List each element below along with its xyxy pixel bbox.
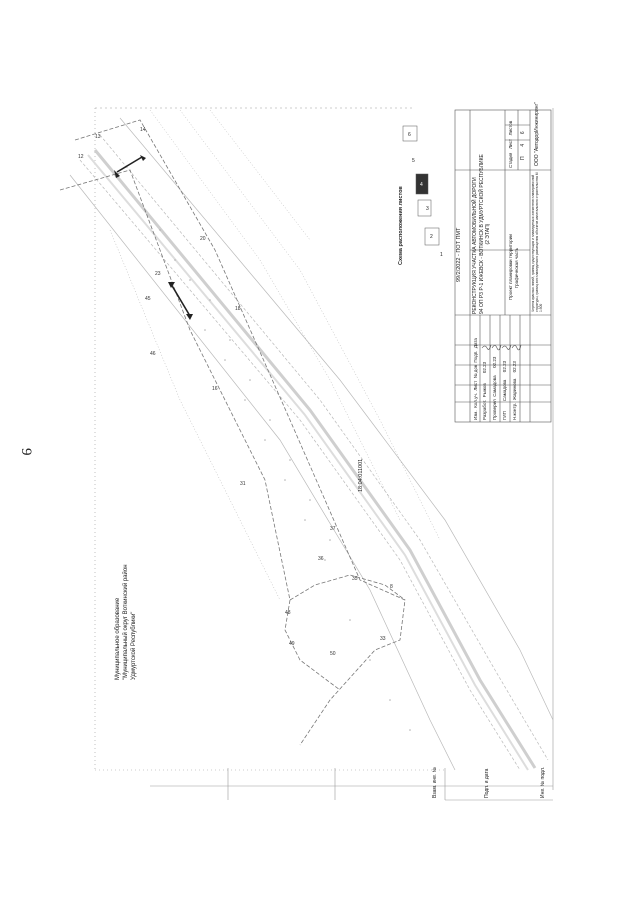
sheet-frame (94, 107, 554, 801)
title-block-grid (454, 109, 552, 423)
planning-boundary (59, 119, 406, 746)
map-number: 16 (212, 386, 218, 392)
map-number: 13 (95, 134, 101, 140)
scheme-sheet-2: 2 (430, 234, 433, 240)
scheme-sheet-6: 6 (408, 132, 411, 138)
map-number: 18 (235, 306, 241, 312)
margin-label-inventory: Инв. № подл. (540, 766, 546, 798)
margin-label-replace: Взам. инв. № (432, 767, 438, 798)
map-number: 14 (140, 127, 146, 133)
sheet-scheme-labels: 1 2 3 4 5 6 (408, 132, 443, 258)
point-labels: 12 13 14 20 18 23 45 46 16 31 37 36 35 8… (78, 127, 393, 657)
map-number: 37 (330, 526, 336, 532)
map-number: 33 (380, 636, 386, 642)
cadastral-boundaries (109, 109, 441, 601)
map-number: 48 (285, 610, 291, 616)
map-number: 20 (200, 236, 206, 242)
survey-points (159, 229, 411, 731)
scheme-sheet-3: 3 (426, 206, 429, 212)
map-number: 49 (289, 641, 295, 647)
bridge-symbol (116, 156, 191, 317)
map-number: 12 (78, 154, 84, 160)
scheme-sheet-1: 1 (440, 252, 443, 258)
map-number: 45 (145, 296, 151, 302)
scheme-sheet-4: 4 (420, 182, 423, 188)
margin-label-sign-date: Подп. и дата (484, 768, 490, 798)
map-number: 23 (155, 271, 161, 277)
map-number: 46 (150, 351, 156, 357)
scheme-sheet-5: 5 (412, 158, 415, 164)
road-corridor (69, 117, 554, 771)
map-number: 35 (352, 576, 358, 582)
map-number: 31 (240, 481, 246, 487)
map-number: 50 (330, 651, 336, 657)
map-number: 8 (390, 584, 393, 590)
bridge-ends (114, 155, 193, 320)
sheet-scheme (402, 125, 440, 246)
map-number: 36 (318, 556, 324, 562)
